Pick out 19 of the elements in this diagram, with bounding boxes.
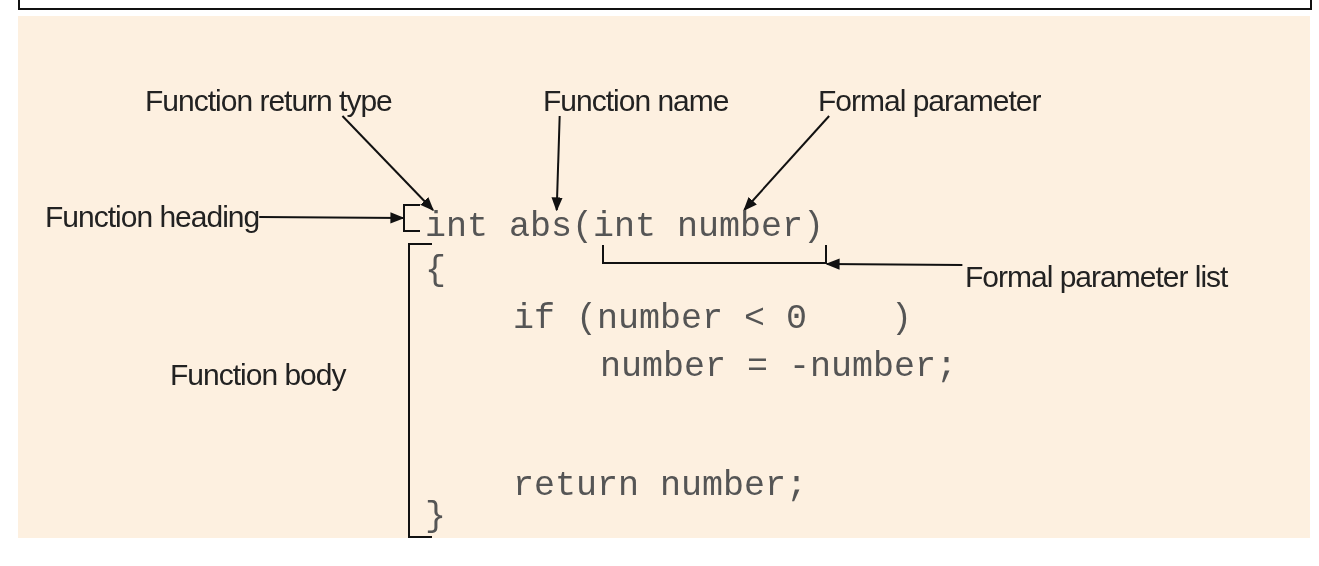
bracket [403,204,420,232]
callout-label: Formal parameter [818,86,1041,116]
leader-arrow [258,212,405,224]
callout-label: Formal parameter list [965,262,1228,292]
callout-label: Function body [170,360,346,390]
code-line: return number; [513,469,808,504]
code-line: number = -number; [600,350,958,385]
leader-arrow [743,115,831,212]
bracket [602,244,827,264]
callout-label: Function name [543,86,729,116]
callout-label: Function heading [45,202,260,232]
code-line: } [425,500,446,535]
leader-arrow [551,115,563,212]
callout-label: Function return type [145,86,392,116]
code-line: int abs(int number) [425,210,825,245]
leader-arrow [341,115,434,211]
leader-arrow [825,258,964,270]
code-line: { [425,254,446,289]
code-line: if (number < 0 ) [513,302,913,337]
